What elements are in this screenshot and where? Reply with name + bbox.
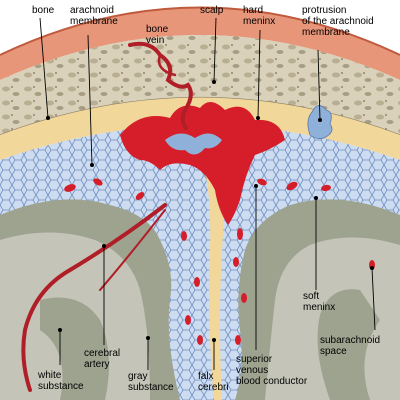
sinus-inner (165, 133, 222, 155)
label-protrusion-arachnoid: protrusion of the arachnoid membrane (302, 5, 374, 38)
gray-substance-right-inner (317, 289, 380, 400)
leader-lines (39, 17, 376, 370)
label-gray-substance: gray substance (128, 371, 174, 393)
cerebral-artery-branch (99, 209, 166, 291)
label-subarachnoid-space: subarachnoid space (320, 335, 381, 357)
venous-sinus (120, 101, 285, 225)
cerebral-artery (21, 203, 167, 392)
label-soft-meninx: soft meninx (303, 291, 336, 313)
gray-substance-left-inner (40, 297, 109, 400)
scalp-edge (0, 6, 400, 56)
blood-cells (64, 178, 375, 345)
arachnoid-protrusion (307, 105, 333, 139)
hard-meninx-layer (0, 97, 400, 160)
label-cerebral-artery: cerebral artery (84, 348, 121, 370)
bone-layer (0, 35, 400, 135)
label-scalp: scalp (200, 5, 224, 16)
label-superior-venous-blood-conductor: superior venous blood conductor (236, 354, 308, 387)
label-arachnoid-membrane: arachnoid membrane (70, 5, 118, 27)
scalp-layer (0, 7, 400, 80)
label-white-substance: white substance (38, 370, 84, 392)
bone-vein (128, 41, 193, 130)
bone-vein-branch (157, 53, 177, 77)
label-bone: bone (32, 5, 55, 16)
label-falx-cerebri: falx cerebri (198, 371, 229, 393)
label-bone-vein: bone vein (146, 24, 169, 46)
label-hard-meninx: hard meninx (243, 5, 276, 27)
